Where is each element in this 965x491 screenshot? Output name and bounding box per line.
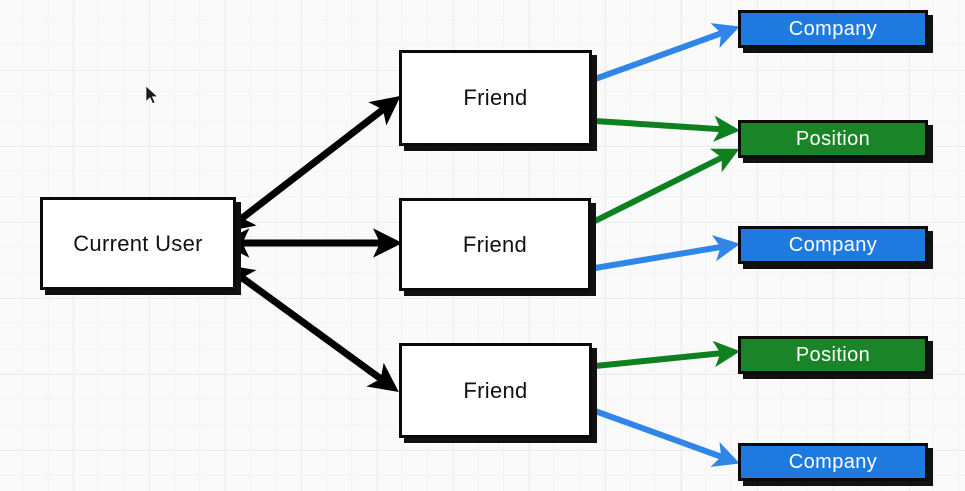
edge-friend2-position1[interactable] <box>593 148 740 224</box>
node-label: Company <box>788 234 878 256</box>
edge-user-friend3[interactable] <box>224 264 399 392</box>
node-position-2[interactable]: Position <box>738 336 928 374</box>
node-friend-3[interactable]: Friend <box>399 343 592 438</box>
node-label: Company <box>788 451 878 473</box>
node-current-user[interactable]: Current User <box>40 197 236 290</box>
edge-friend2-company2[interactable] <box>594 235 741 271</box>
node-label: Friend <box>463 85 528 110</box>
node-friend-1[interactable]: Friend <box>399 50 592 146</box>
edge-friend3-position2[interactable] <box>594 340 741 369</box>
node-company-2[interactable]: Company <box>738 226 928 264</box>
node-label: Friend <box>462 231 528 257</box>
node-company-3[interactable]: Company <box>738 443 928 481</box>
edge-user-friend1[interactable] <box>224 95 401 232</box>
node-position-1[interactable]: Position <box>738 120 928 158</box>
edge-friend1-company1[interactable] <box>593 23 740 82</box>
node-label: Company <box>788 18 878 40</box>
edge-friend1-position1[interactable] <box>594 115 741 142</box>
node-label: Position <box>795 128 871 150</box>
edge-friend3-company3[interactable] <box>593 408 740 467</box>
mouse-pointer-icon <box>145 85 161 112</box>
node-label: Friend <box>463 377 528 403</box>
node-company-1[interactable]: Company <box>738 10 928 48</box>
node-label: Position <box>795 344 871 366</box>
node-label: Current User <box>73 230 203 256</box>
node-friend-2[interactable]: Friend <box>399 198 591 291</box>
